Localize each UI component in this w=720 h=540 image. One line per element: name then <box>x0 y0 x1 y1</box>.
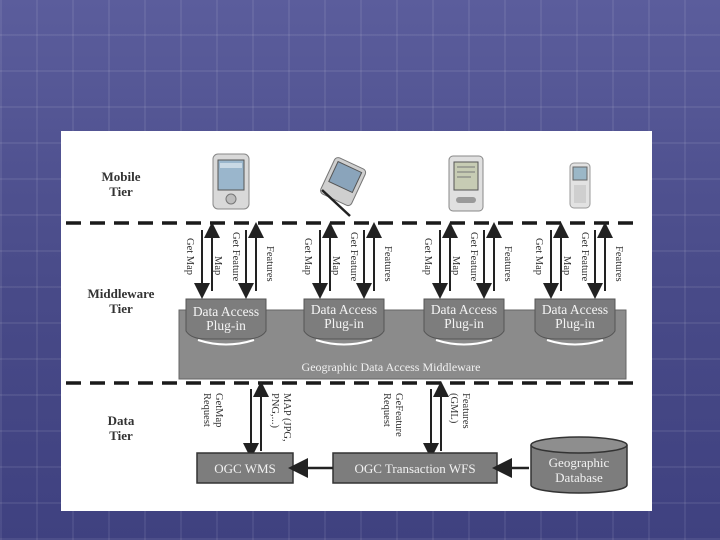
ogc-wfs-box <box>332 452 498 484</box>
plugin-label-4: Data Access Plug-in <box>541 302 609 331</box>
label-get-feature-4: Get Feature <box>579 232 590 282</box>
plugin-label-2: Data Access Plug-in <box>310 302 378 331</box>
label-features-4: Features <box>613 246 624 282</box>
label-getmap-request-1: GetMap <box>213 393 224 427</box>
plugin-label-3: Data Access Plug-in <box>430 302 498 331</box>
label-get-feature-1: Get Feature <box>230 232 241 282</box>
label-features-result-1: Features <box>460 393 471 429</box>
label-map-result-2: PNG,...) <box>269 393 280 429</box>
plugin-box-1 <box>185 298 267 346</box>
data-arrows-wfs <box>423 381 449 459</box>
label-get-feature-2: Get Feature <box>348 232 359 282</box>
label-map-2: Map <box>330 256 341 275</box>
label-getfeature-request-1: GeFeature <box>393 393 404 437</box>
data-tier-label: Data Tier <box>107 413 135 443</box>
mobile-phone-icon <box>569 162 591 209</box>
architecture-diagram: Mobile Tier Middleware Tier Data Tier <box>61 131 652 511</box>
label-get-feature-3: Get Feature <box>468 232 479 282</box>
data-arrows-wms <box>243 381 269 459</box>
ogc-wfs-label: OGC Transaction WFS <box>354 461 476 476</box>
mobile-tier-label: Mobile Tier <box>101 169 141 199</box>
label-map-3: Map <box>450 256 461 275</box>
label-features-1: Features <box>264 246 275 282</box>
label-getmap-request-2: Request <box>201 393 212 427</box>
label-map-result-1: MAP (JPG, <box>281 393 292 442</box>
label-get-map-4: Get Map <box>533 238 544 275</box>
mobile-arrow-group-2 <box>312 222 382 299</box>
mobile-arrow-group-3 <box>432 222 502 299</box>
tilted-pda-icon <box>320 157 367 217</box>
label-get-map-1: Get Map <box>184 238 195 275</box>
label-features-result-2: (GML) <box>448 393 459 424</box>
palm-pda-icon <box>448 155 484 212</box>
database-cylinder <box>530 436 628 494</box>
label-features-3: Features <box>502 246 513 282</box>
label-get-map-2: Get Map <box>302 238 313 275</box>
label-map-4: Map <box>561 256 572 275</box>
label-getfeature-request-2: Request <box>381 393 392 427</box>
diagram-graphics: Get Map Map Get Feature Features Get Map… <box>66 221 633 494</box>
label-map-1: Map <box>212 256 223 275</box>
plugin-box-4 <box>534 298 616 346</box>
pocket-pc-icon <box>212 153 250 210</box>
geographic-database-label: Geographic Database <box>548 455 610 485</box>
ogc-wms-label: OGC WMS <box>214 461 276 476</box>
ogc-wms-box <box>196 452 294 484</box>
plugin-box-2 <box>303 298 385 346</box>
mobile-arrow-group-4 <box>543 222 613 299</box>
middleware-tier-label: Middleware Tier <box>87 286 155 316</box>
mobile-arrow-group-1 <box>194 222 264 299</box>
plugin-box-3 <box>423 298 505 346</box>
plugin-label-1: Data Access Plug-in <box>192 304 260 333</box>
label-get-map-3: Get Map <box>422 238 433 275</box>
middleware-label: Geographic Data Access Middleware <box>301 360 481 374</box>
label-features-2: Features <box>382 246 393 282</box>
